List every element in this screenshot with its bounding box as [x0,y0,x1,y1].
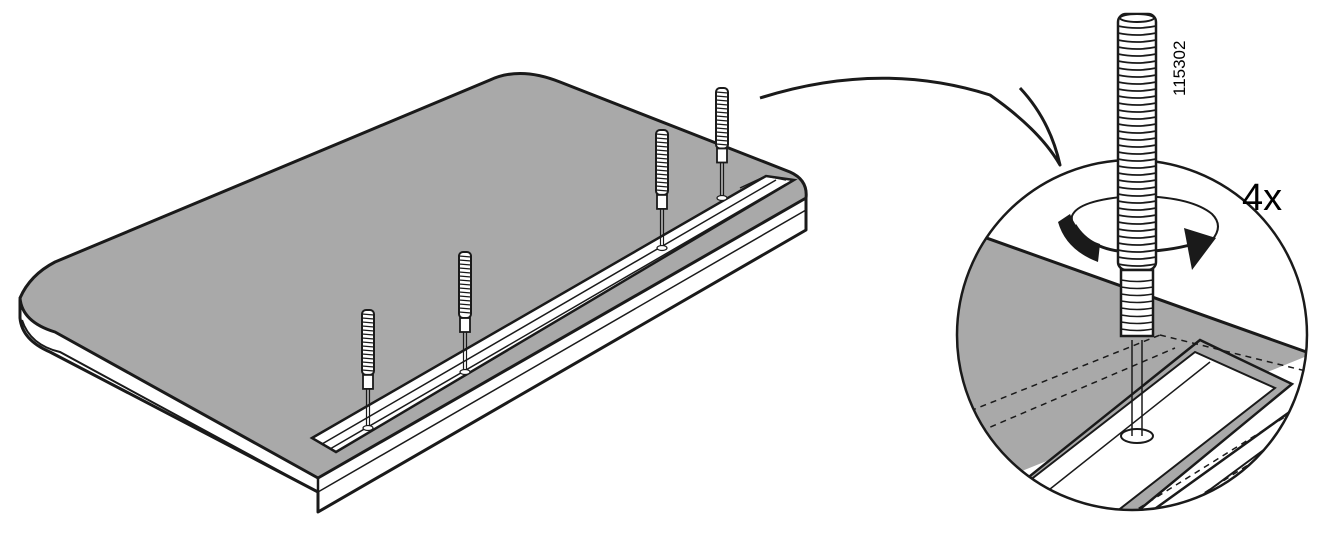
callout-pointer-icon [759,76,1062,167]
panel-top-surface [18,71,808,480]
groove-channel [309,174,798,454]
screw-hole [1120,428,1154,444]
part-number-label: 115302 [1170,41,1189,96]
panel-rim [21,319,319,493]
screws-group [361,87,729,432]
tabletop-panel [18,71,808,514]
screw-4 [715,87,729,202]
zoomed-screw [1116,12,1158,338]
zoom-detail [955,158,1309,512]
screw-3 [655,129,669,252]
quantity-label: 4x [1242,177,1282,219]
panel-edge-line [317,209,807,493]
screw-2 [458,251,472,376]
screw-1 [361,309,375,432]
